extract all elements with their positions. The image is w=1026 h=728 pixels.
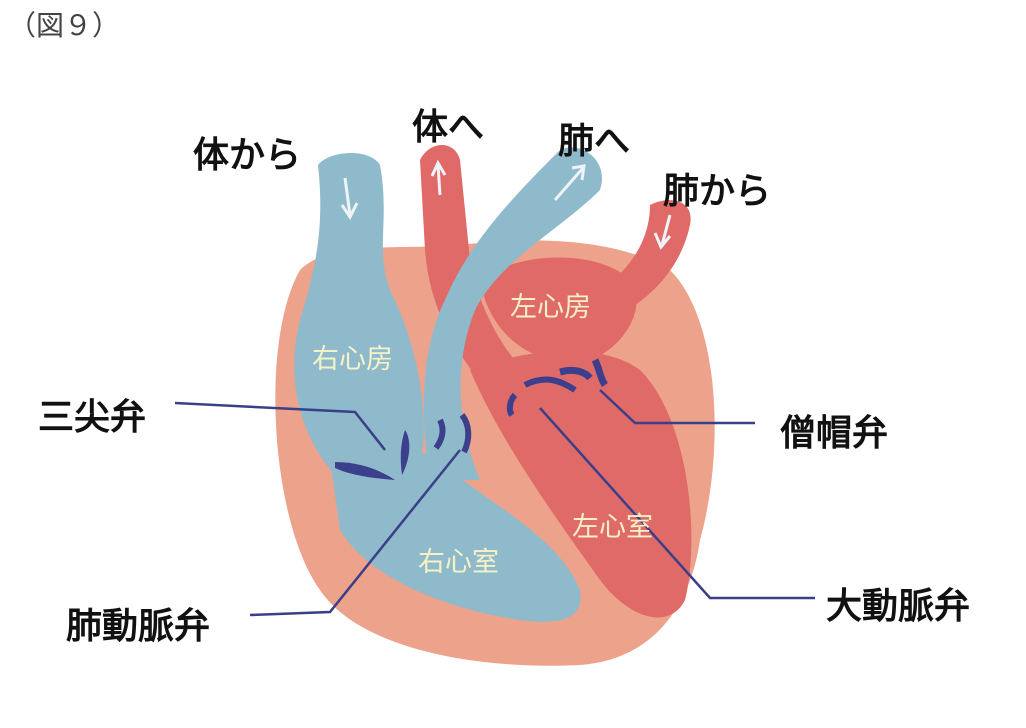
mitral-valve — [559, 358, 608, 388]
valves — [335, 358, 608, 480]
label-to-body: 体へ — [412, 107, 485, 148]
label-left-ventricle: 左心室 — [572, 512, 653, 543]
arrow-down-left-icon — [653, 214, 672, 250]
label-right-ventricle: 右心室 — [418, 547, 499, 578]
arrow-up-icon — [430, 159, 447, 196]
pulmonary-leader — [249, 449, 461, 617]
aortic-leader — [539, 407, 815, 600]
left-ventricle — [470, 351, 692, 618]
tricuspid-valve-leaflet — [400, 430, 410, 475]
superior-vena-cava — [294, 152, 424, 480]
label-left-atrium: 左心房 — [510, 292, 591, 323]
label-from-lungs: 肺から — [663, 171, 772, 212]
tricuspid-leader — [174, 401, 386, 451]
pulmonary-artery — [423, 147, 602, 481]
arrow-down-icon — [340, 177, 359, 220]
leader-lines — [174, 389, 815, 617]
flow-arrows — [340, 159, 672, 250]
label-aortic-valve: 大動脈弁 — [826, 586, 971, 627]
label-to-lungs: 肺へ — [558, 121, 631, 162]
aorta — [420, 145, 560, 420]
arrow-up-right-icon — [553, 164, 586, 201]
figure-label: （図９） — [8, 9, 121, 42]
tricuspid-valve — [335, 462, 395, 480]
label-right-atrium: 右心房 — [312, 344, 393, 375]
pulmonary-valve — [433, 413, 472, 454]
label-tricuspid-valve: 三尖弁 — [38, 397, 147, 438]
label-from-body: 体から — [193, 135, 302, 176]
mitral-leader — [599, 389, 755, 425]
label-mitral-valve: 僧帽弁 — [780, 413, 889, 454]
left-atrium — [480, 257, 637, 362]
right-ventricle — [330, 450, 581, 622]
aortic-valve — [506, 376, 577, 417]
label-pulmonary-valve: 肺動脈弁 — [66, 606, 211, 647]
